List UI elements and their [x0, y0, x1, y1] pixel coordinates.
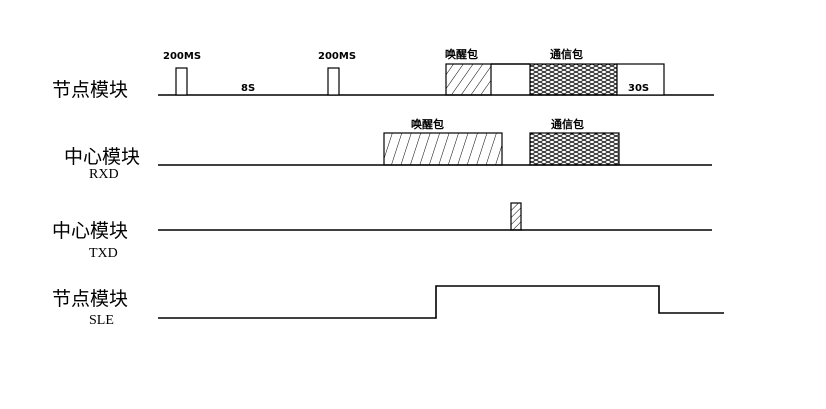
pulse2-label: 200MS: [318, 51, 356, 62]
comm-packet-node: [529, 63, 618, 96]
wake-packet-rxd-label: 唤醒包: [411, 117, 444, 131]
comm-packet-node-label: 通信包: [550, 47, 583, 61]
wake-packet-node: [445, 63, 492, 96]
comm-packet-rxd: [529, 132, 620, 166]
tail-30s-box: [616, 63, 665, 96]
gap-label: 8S: [241, 83, 255, 94]
sle-waveform: [158, 285, 724, 319]
wake-packet-rxd: [383, 132, 503, 166]
row-sublabel-txd: TXD: [89, 246, 118, 261]
wake-packet-node-label: 唤醒包: [445, 47, 478, 61]
row-sublabel-sle: SLE: [89, 313, 114, 328]
pulse-200ms-1: [175, 67, 188, 96]
row-label-center-txd: 中心模块: [52, 220, 128, 242]
txd-ack-pulse: [510, 202, 522, 231]
pulse1-label: 200MS: [163, 51, 201, 62]
row-label-center-rxd: 中心模块: [64, 146, 140, 168]
row-label-node-sle: 节点模块: [52, 288, 128, 310]
comm-packet-rxd-label: 通信包: [551, 117, 584, 131]
row-label-node-module: 节点模块: [52, 79, 128, 101]
tail-label: 30S: [628, 83, 649, 94]
row-sublabel-rxd: RXD: [89, 167, 119, 182]
pulse-200ms-2: [327, 67, 340, 96]
